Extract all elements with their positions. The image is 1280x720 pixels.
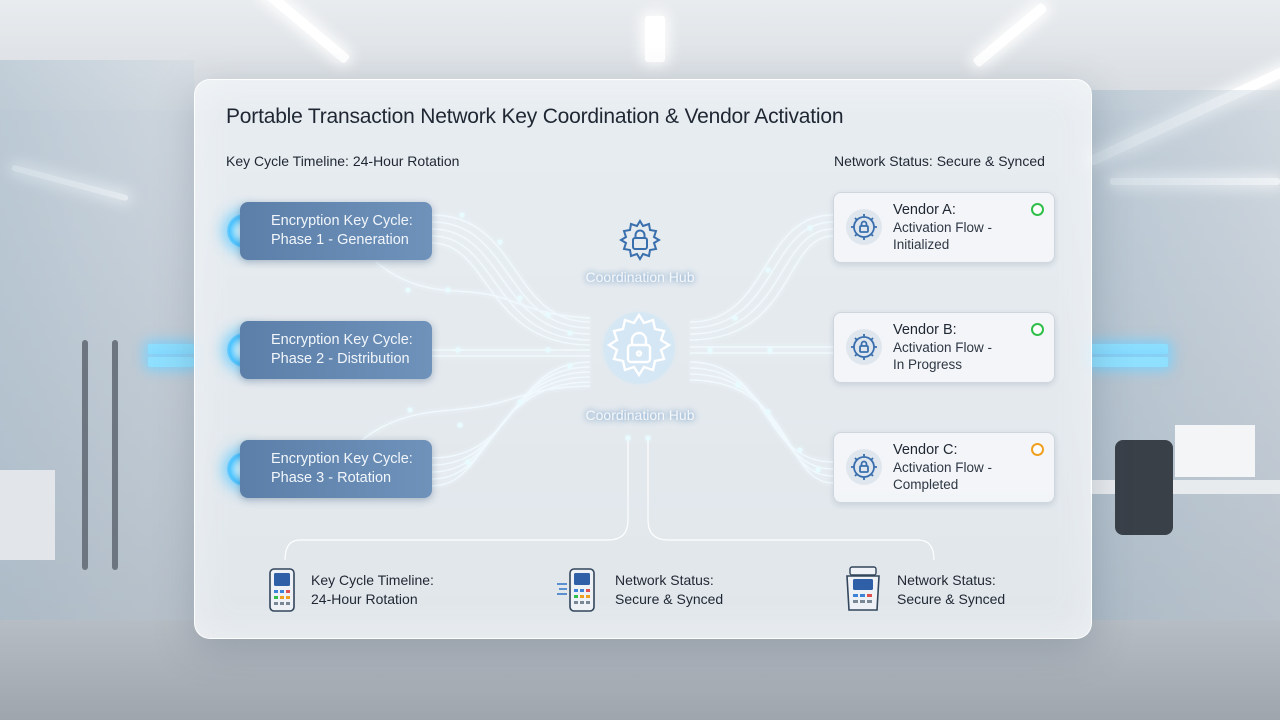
node-dot <box>455 347 460 352</box>
node-dot <box>567 330 572 335</box>
wire <box>690 374 833 476</box>
wire <box>432 377 590 479</box>
wire <box>362 386 590 440</box>
vendor-name: Vendor B: <box>893 322 957 338</box>
node-dot <box>407 407 412 412</box>
vendor-flow: Activation Flow - <box>893 460 992 475</box>
node-dot <box>765 267 770 272</box>
node-dot <box>765 409 770 414</box>
vendor-flow: Activation Flow - <box>893 340 992 355</box>
node-dot <box>445 287 450 292</box>
vendor-name: Vendor A: <box>893 202 956 218</box>
footer-item-network-status-2: Network Status: Secure & Synced <box>897 571 1005 609</box>
wire <box>690 380 833 483</box>
key-cycle-label: Encryption Key Cycle: <box>271 213 413 229</box>
pos-terminal-icon <box>843 566 883 612</box>
footer-item-network-status: Network Status: Secure & Synced <box>615 571 723 609</box>
card-reader-icon <box>556 568 598 612</box>
key-cycle-phase: Phase 1 - Generation <box>271 232 409 248</box>
key-cycle-phase-1[interactable]: Encryption Key Cycle: Phase 1 - Generati… <box>240 202 432 260</box>
status-indicator <box>1031 203 1044 216</box>
vendor-name: Vendor C: <box>893 442 958 458</box>
vendor-status-text: Initialized <box>893 237 949 252</box>
gear-lock-icon <box>846 449 882 485</box>
node-dot <box>567 363 572 368</box>
node-dot <box>459 212 464 217</box>
node-dot <box>517 295 522 300</box>
gear-lock-icon <box>846 209 882 245</box>
node-dot <box>767 347 772 352</box>
vendor-card-a[interactable]: Vendor A: Activation Flow - Initialized <box>833 192 1055 263</box>
status-indicator <box>1031 323 1044 336</box>
status-indicator <box>1031 443 1044 456</box>
node-dot <box>497 239 502 244</box>
key-cycle-phase: Phase 2 - Distribution <box>271 351 410 367</box>
node-dot <box>517 399 522 404</box>
vendor-flow: Activation Flow - <box>893 220 992 235</box>
vendor-status-text: Completed <box>893 477 958 492</box>
node-dot <box>545 312 550 317</box>
node-dot <box>545 347 550 352</box>
vendor-card-c[interactable]: Vendor C: Activation Flow - Completed <box>833 432 1055 503</box>
footer-value: Secure & Synced <box>897 590 1005 609</box>
node-dot <box>645 435 650 440</box>
node-dot <box>732 315 737 320</box>
footer-item-timeline: Key Cycle Timeline: 24-Hour Rotation <box>311 571 434 609</box>
gear-lock-icon <box>846 329 882 365</box>
node-dot <box>807 225 812 230</box>
node-dot <box>735 382 740 387</box>
hub-top-label: Coordination Hub <box>560 269 720 285</box>
vendor-status-text: In Progress <box>893 357 962 372</box>
node-dot <box>815 467 820 472</box>
key-cycle-phase: Phase 3 - Rotation <box>271 470 391 486</box>
key-cycle-phase-3[interactable]: Encryption Key Cycle: Phase 3 - Rotation <box>240 440 432 498</box>
key-cycle-label: Encryption Key Cycle: <box>271 451 413 467</box>
handheld-terminal-icon <box>268 568 296 612</box>
footer-value: 24-Hour Rotation <box>311 590 434 609</box>
hub-center-label: Coordination Hub <box>560 407 720 423</box>
wire <box>432 243 590 345</box>
node-dot <box>707 347 712 352</box>
wire <box>432 382 590 486</box>
node-dot <box>405 287 410 292</box>
node-dot <box>457 422 462 427</box>
node-dot <box>465 459 470 464</box>
footer-label: Key Cycle Timeline: <box>311 571 434 590</box>
gear-lock-icon <box>617 217 663 263</box>
key-cycle-label: Encryption Key Cycle: <box>271 332 413 348</box>
footer-label: Network Status: <box>897 571 1005 590</box>
footer-label: Network Status: <box>615 571 723 590</box>
footer-value: Secure & Synced <box>615 590 723 609</box>
node-dot <box>797 447 802 452</box>
key-cycle-phase-2[interactable]: Encryption Key Cycle: Phase 2 - Distribu… <box>240 321 432 379</box>
vendor-card-b[interactable]: Vendor B: Activation Flow - In Progress <box>833 312 1055 383</box>
gear-lock-icon[interactable] <box>600 309 678 387</box>
node-dot <box>625 435 630 440</box>
